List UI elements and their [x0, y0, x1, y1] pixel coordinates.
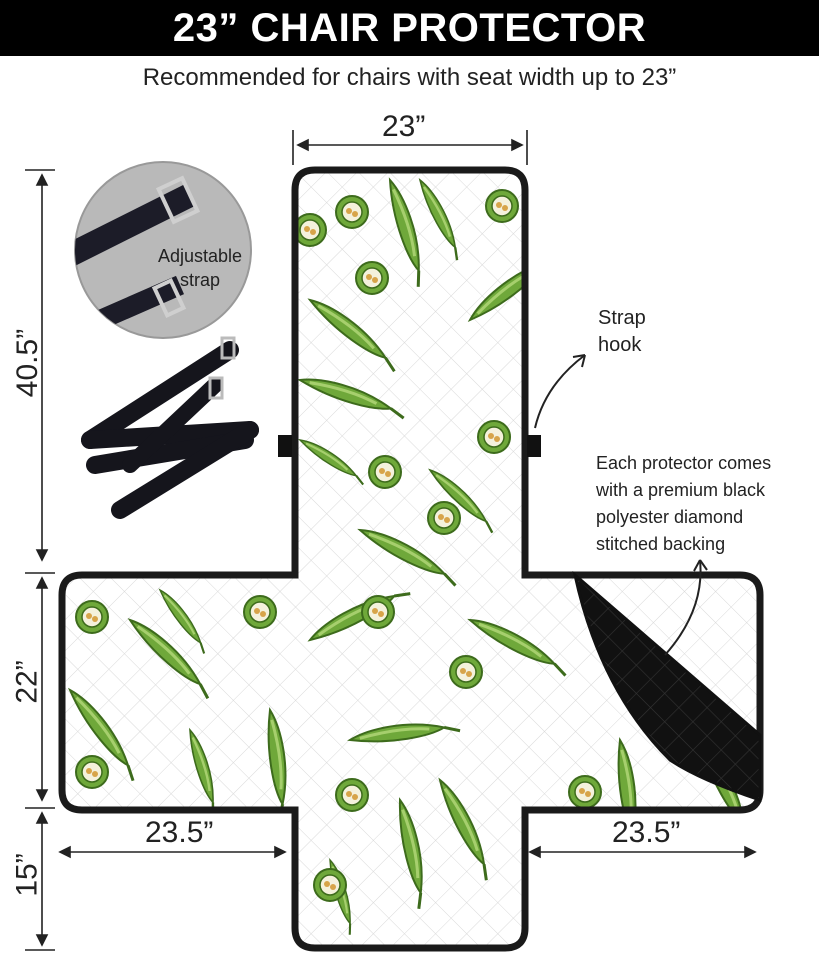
loose-straps-illustration — [81, 336, 259, 519]
strap-hook-right — [527, 435, 541, 457]
strap-label: Adjustable strap — [140, 244, 260, 292]
dim-skirt-height: 15” — [10, 853, 44, 897]
backing-label-line1: Each protector comes — [596, 453, 772, 473]
dim-back-height: 40.5” — [11, 328, 45, 398]
banner-title: 23” CHAIR PROTECTOR — [172, 5, 647, 50]
hook-label: Strap hook — [598, 305, 646, 359]
backing-label-line3: polyester diamond — [596, 507, 744, 527]
backing-label-line2: with a premium black — [596, 480, 766, 500]
title-banner: 23” CHAIR PROTECTOR — [0, 0, 819, 56]
hook-label-line2: hook — [598, 334, 642, 356]
callout-arrows — [534, 354, 708, 656]
chair-protector-cover — [58, 166, 764, 952]
hook-label-line1: Strap — [598, 307, 646, 329]
strap-label-line2: strap — [179, 270, 221, 290]
subtitle: Recommended for chairs with seat width u… — [142, 64, 677, 91]
dim-top-width: 23” — [382, 110, 426, 143]
dim-seat-height: 22” — [10, 660, 44, 704]
backing-label-line4: stitched backing — [596, 534, 726, 554]
black-backing-fold — [572, 570, 762, 803]
strap-label-line1: Adjustable — [157, 246, 243, 266]
strap-inset — [74, 161, 252, 339]
dim-left-arm: 23.5” — [145, 816, 214, 849]
dimension-lines — [25, 130, 757, 951]
backing-label: Each protector comes with a premium blac… — [596, 450, 771, 558]
dim-right-arm: 23.5” — [612, 816, 681, 849]
strap-hook-left — [278, 435, 292, 457]
